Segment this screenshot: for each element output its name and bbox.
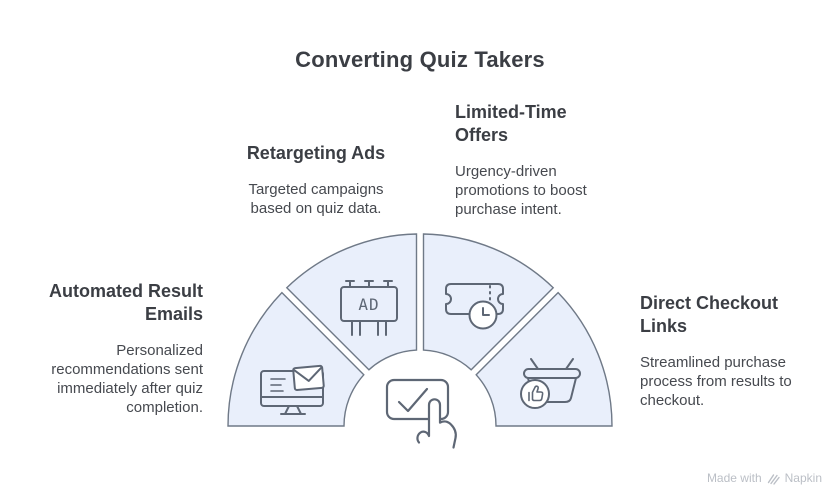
item-title-retargeting-ads: Retargeting Ads	[246, 143, 386, 163]
segment-direct-checkout-links	[475, 291, 613, 427]
page-title: Converting Quiz Takers	[295, 47, 545, 72]
watermark-prefix: Made with	[706, 471, 762, 485]
item-title-limited-time-offers: Limited-Time Offers	[455, 102, 567, 145]
item-title-direct-checkout-links: Direct Checkout Links	[640, 293, 779, 336]
made-with-napkin-link[interactable]: Made with Napkin	[707, 471, 822, 485]
label-block-limited-time-offers: Limited-Time Offers Urgency-driven promo…	[455, 101, 605, 219]
label-block-automated-result-emails: Automated Result Emails Personalized rec…	[18, 280, 203, 417]
napkin-logo-icon	[767, 473, 780, 485]
item-description-retargeting-ads: Targeted campaigns based on quiz data.	[248, 181, 384, 217]
item-description-limited-time-offers: Urgency-driven promotions to boost purch…	[455, 163, 587, 218]
checkbox-click-icon	[385, 378, 457, 449]
label-block-retargeting-ads: Retargeting Ads Targeted campaigns based…	[231, 142, 401, 218]
ticket-clock-icon	[445, 283, 504, 330]
basket-thumbs-up-icon	[520, 358, 581, 409]
billboard-ad-label: AD	[358, 295, 379, 314]
item-description-direct-checkout-links: Streamlined purchase process from result…	[640, 354, 792, 409]
watermark-brand: Napkin	[784, 471, 822, 485]
item-description-automated-result-emails: Personalized recommendations sent immedi…	[51, 342, 203, 416]
segment-retargeting-ads	[285, 233, 418, 371]
checkmark-glyph	[397, 387, 429, 413]
billboard-ad-icon: AD	[340, 280, 398, 336]
item-title-automated-result-emails: Automated Result Emails	[48, 281, 203, 324]
monitor-email-icon	[260, 364, 325, 415]
pointer-hand-icon	[416, 398, 457, 449]
label-block-direct-checkout-links: Direct Checkout Links Streamlined purcha…	[640, 292, 808, 410]
